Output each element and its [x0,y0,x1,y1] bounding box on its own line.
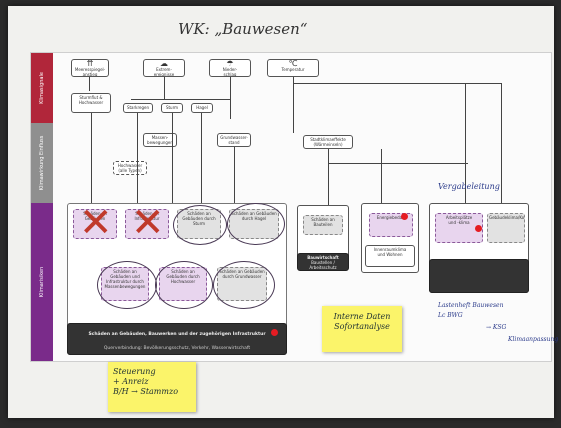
connector [234,147,235,203]
connector [172,113,173,203]
box-storm: Sturm [161,103,183,113]
box-mass-movements: Massen- bewegungen [143,133,177,147]
handwritten-note: → KSG [486,324,507,331]
box-groundwater: Grundwasser- stand [217,133,251,147]
risk-box-indoor-climate: Innenraumklima und Wohnen [365,245,415,267]
signal-extreme-events: ☁Extrem- ereignisse [143,59,185,77]
signal-precipitation: ☂Nieder- schlag [209,59,251,77]
hand-drawn-circle [155,261,213,309]
cross-mark: ✕ [79,200,113,246]
connector [91,113,92,203]
sticky-note-steering: Steuerung + Anreiz B/H → Stammzo [108,362,196,412]
handwritten-note: Vergabeleitung [438,182,500,191]
connector [293,83,465,84]
connector [465,83,466,205]
connector [137,113,138,203]
handwritten-note: Lastenheft Bauwesen [438,302,504,309]
connector [89,77,90,91]
risk-box-component-damage: Schäden an Bauteilen [303,215,343,235]
risk-box-extra: Gebäudeklima/Komfort [487,213,525,243]
connector [164,77,165,99]
sea-level-icon: ⇈ [86,59,94,68]
signal-sea-level: ⇈Meeresspiegel- anstieg [71,59,109,77]
connector [201,113,202,203]
sticky-note-internal-data: Interne Daten Sofortanalyse [322,306,402,352]
priority-dot [401,213,408,220]
box-storm-surge: Sturmflut & Hochwasser [71,93,111,113]
hand-drawn-circle [227,203,285,245]
connector [293,77,294,133]
hand-drawn-circle [97,261,157,309]
risk-box-infrastructure: Schäden an Infrastruktur [125,209,169,239]
risk-summary-bar: Schäden an Gebäuden, Bauwerken und der z… [67,323,287,355]
priority-dot [475,225,482,232]
risk-summary-subtitle: Querverbindung: Bevölkerungsschutz, Verk… [103,346,251,351]
cloud-rain-icon: ☂ [226,59,234,68]
priority-dot [271,329,278,336]
connector [501,83,502,205]
risk-summary-title: Schäden an Gebäuden, Bauwerken und der z… [88,332,266,337]
hand-drawn-circle [173,205,227,245]
whiteboard: WK: „Bauwesen“ Klimasignale Klimawirkung… [8,6,558,418]
risk-box-buildings: Schäden an Gebäuden [73,209,117,239]
box-heavy-rain: Starkregen [123,103,153,113]
connector [131,99,231,100]
handwritten-note: Lc BWG [438,312,463,319]
page-title: WK: „Bauwesen“ [178,20,308,38]
box-hail: Hagel [191,103,213,113]
handwritten-note: Klimaanpassung [508,336,559,343]
impact-chain-poster: Klimasignale Klimawirkung Einfluss Klima… [30,52,552,362]
band-climate-signals: Klimasignale [31,53,53,123]
box-building-climate [429,259,529,293]
storm-icon: ☁ [160,59,168,68]
box-flood-types: Hochwasser (alle Typen) [113,161,147,175]
band-climate-effects: Klimawirkung Einfluss [31,123,53,203]
box-urban-heat: Stadtklimaeffekte (Wärmeinseln) [303,135,353,149]
hand-drawn-circle [213,261,275,309]
connector [230,77,231,119]
cross-mark: ✕ [131,200,165,246]
connector [328,149,329,205]
thermometer-icon: ℃ [288,59,298,68]
band-climate-risks: Klimarisiken [31,203,53,361]
connector [465,83,501,84]
connector [381,149,382,205]
connector [328,163,468,164]
